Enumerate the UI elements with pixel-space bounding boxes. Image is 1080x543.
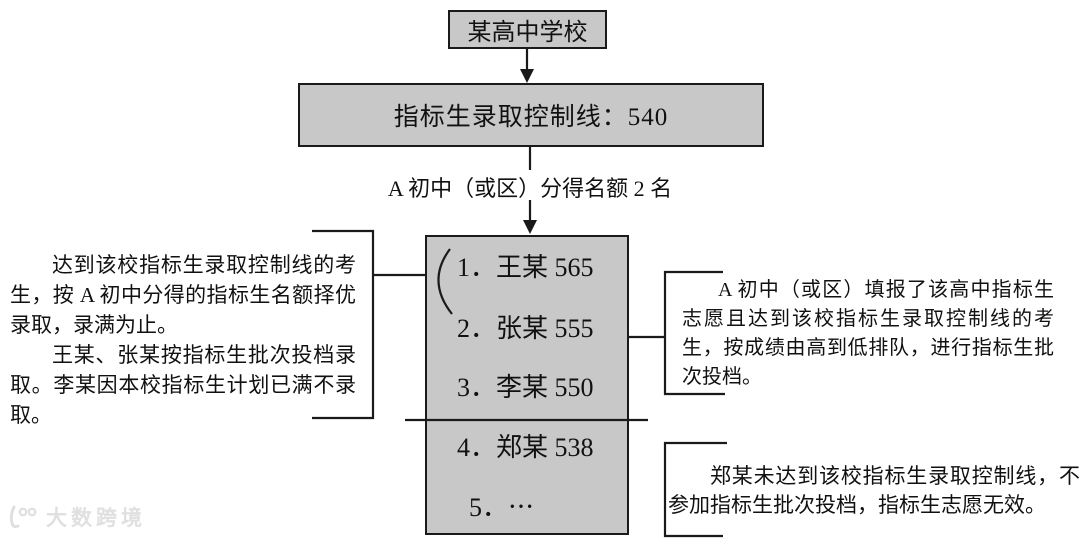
left-note-paragraph-1: 达到该校指标生录取控制线的考生，按 A 初中分得的指标生名额择优录取，录满为止。 — [10, 253, 356, 337]
control-line-box: 指标生录取控制线：540 — [298, 83, 764, 147]
arrow-down-icon — [523, 220, 537, 234]
watermark-text: 大数跨境 — [46, 507, 146, 530]
right-note-top: A 初中（或区）填报了该高中指标生志愿且达到该校指标生录取控制线的考生，按成绩由… — [682, 276, 1054, 392]
school-box-label: 某高中学校 — [467, 20, 588, 46]
school-box: 某高中学校 — [448, 10, 607, 49]
list-item: 2．张某 555 — [457, 314, 594, 343]
right-note-bottom-paragraph: 郑某未达到该校指标生录取控制线，不参加指标生批次投档，指标生志愿无效。 — [668, 464, 1080, 517]
control-line-label: 指标生录取控制线：540 — [393, 104, 669, 131]
watermark: 大数跨境 — [6, 502, 146, 532]
list-item: 3．李某 550 — [457, 373, 594, 402]
list-item: 5．⋯ — [469, 493, 535, 522]
left-note: 达到该校指标生录取控制线的考生，按 A 初中分得的指标生名额择优录取，录满为止。… — [10, 250, 356, 430]
right-note-top-paragraph: A 初中（或区）填报了该高中指标生志愿且达到该校指标生录取控制线的考生，按成绩由… — [682, 279, 1054, 388]
right-note-bottom: 郑某未达到该校指标生录取控制线，不参加指标生批次投档，指标生志愿无效。 — [668, 462, 1080, 520]
left-note-paragraph-2: 王某、张某按指标生批次投档录取。李某因本校指标生计划已满不录取。 — [10, 343, 356, 427]
quota-allocation-label: A 初中（或区）分得名额 2 名 — [387, 176, 673, 201]
student-list-box: 1．王某 565 2．张某 555 3．李某 550 4．郑某 538 5．⋯ — [425, 235, 629, 535]
list-item: 4．郑某 538 — [457, 433, 594, 462]
watermark-logo-icon — [9, 505, 37, 529]
list-item: 1．王某 565 — [457, 253, 594, 282]
arrow-down-icon — [520, 69, 534, 83]
